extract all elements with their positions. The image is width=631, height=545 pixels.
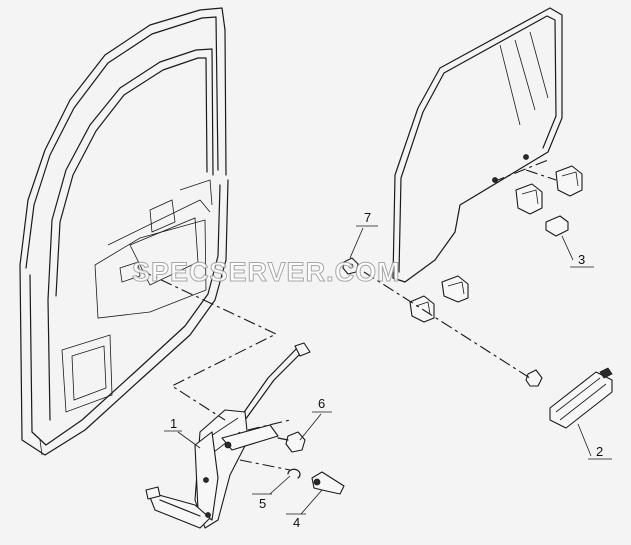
glass-bracket-left	[409, 295, 435, 323]
watermark-text: SPECSERVER.COM	[132, 257, 401, 287]
callout-label: 1	[170, 416, 177, 431]
assembly-lines	[139, 159, 557, 471]
guide-bracket-middle	[515, 183, 543, 215]
callout-leaders	[177, 227, 592, 515]
bolt-part	[277, 431, 306, 453]
slider-part	[545, 215, 569, 237]
callout-1: 1	[164, 416, 182, 432]
callout-4: 4	[286, 513, 306, 530]
door-frame	[19, 7, 229, 456]
callout-label: 5	[259, 496, 266, 511]
crank-handle-part	[311, 471, 345, 495]
callout-label: 3	[578, 252, 585, 267]
callout-label: 4	[293, 515, 300, 530]
callout-2: 2	[588, 444, 612, 460]
callout-label: 6	[318, 396, 325, 411]
callout-3: 3	[570, 252, 594, 268]
window-regulator	[145, 342, 311, 529]
callout-label: 2	[596, 444, 603, 459]
callout-label: 7	[364, 210, 371, 225]
guide-bracket-upper	[555, 165, 583, 197]
window-glass	[392, 7, 563, 283]
callout-7: 7	[356, 210, 378, 227]
glass-bracket-right	[441, 275, 469, 303]
callout-6: 6	[312, 396, 332, 413]
channel-part	[525, 367, 613, 429]
roller-part	[342, 257, 359, 275]
clip-ring-part	[287, 468, 301, 479]
callout-5: 5	[252, 493, 272, 511]
